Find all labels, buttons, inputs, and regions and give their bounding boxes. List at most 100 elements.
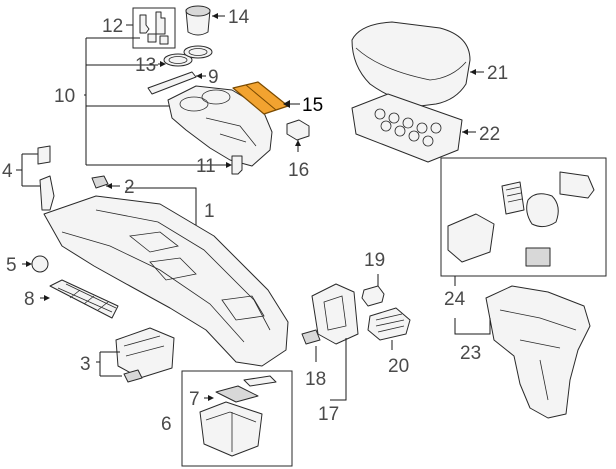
part-24-sleeve-lines [505,186,523,203]
part-21-edge [355,47,467,81]
part-4-clip-a [37,145,51,165]
callout-21: 21 [487,63,508,84]
callout-14: 14 [228,7,250,28]
part-16-clip [286,119,310,141]
arrow-2 [106,183,112,189]
part-17-opening [323,295,347,331]
arrow-5 [26,261,32,267]
arrow-8 [44,295,50,301]
part-24-pad [525,247,551,267]
callout-19: 19 [364,250,385,271]
part-10-bezel [167,85,273,167]
callout-4: 4 [2,161,13,182]
part-2-clip [91,175,109,189]
part-11-clip [231,155,243,175]
part-24-sleeve [501,181,525,215]
part-3-group [96,327,175,383]
part-10-cup-b [201,89,231,105]
part-1-well-b [149,257,197,281]
callout-24: 24 [444,289,466,310]
callout-labels: 12 14 13 9 10 15 11 16 21 22 4 2 1 5 19 … [2,7,508,435]
part-3-tab [123,369,143,383]
leader-10 [84,37,220,166]
arrow-14 [212,13,218,19]
part-12-clip-d [159,35,169,45]
callout-16: 16 [288,160,309,181]
part-10-detail [205,117,257,147]
callout-5: 5 [6,255,17,276]
part-12-frame [132,7,176,49]
part-3-detail [123,335,165,357]
armrest-group [351,21,484,163]
leader-23 [454,318,491,335]
callout-9: 9 [208,67,219,88]
part-1-inner-b [61,231,245,343]
leader-4 [16,153,40,187]
part-24-frame [440,157,607,277]
part-6-group [181,370,293,467]
part-24-cap-a [559,171,595,199]
callout-13: 13 [135,55,156,76]
callout-2: 2 [124,177,135,198]
center-parts-group [301,274,411,401]
part-8-mesh [57,283,117,313]
arrow-21 [470,69,476,75]
callout-3: 3 [80,354,91,375]
part-12-clip-a [139,14,150,34]
part-12-clip-b [155,11,166,35]
part-14-rim [185,5,211,17]
part-23-group [454,285,591,419]
callout-11: 11 [196,156,216,177]
part-24-ring [526,193,559,228]
callout-23: 23 [460,343,481,364]
part-12-clip-c [147,33,157,43]
left-parts-group [16,145,197,319]
callout-20: 20 [388,356,409,377]
part-1-well-a [129,231,179,253]
part-13-ring-a [163,53,193,67]
part-1-well-c [221,295,265,321]
part-1-console [43,195,289,367]
part-6-bin [199,401,263,457]
part-7-strip [243,375,277,387]
part-6-bin-inner [205,411,257,452]
part-8-grille [49,279,119,319]
arrow-22 [462,129,468,135]
callout-6: 6 [161,414,172,435]
callout-17: 17 [318,404,339,425]
part-23-bracket [485,285,591,419]
part-4-clip-b [39,175,55,211]
callout-8: 8 [24,289,35,310]
part-6-frame [181,370,293,467]
part-1-inner-a [95,209,271,331]
part-15-group [232,81,310,152]
part-20-vent [367,307,411,341]
part-21-armrest [351,21,471,107]
callout-18: 18 [305,369,326,390]
part-22-cells [374,108,442,147]
callout-22: 22 [479,124,500,145]
arrow-11 [226,162,232,168]
leader-3 [96,351,122,377]
part-13-ring-b-inner [188,48,208,56]
part-9-strip [147,71,197,95]
part-24-block [447,213,495,263]
part-20-slats [375,313,405,333]
part-7-mat [215,385,259,403]
part-3-box [115,327,175,379]
arrow-16 [295,140,301,146]
part-13-ring-a-inner [168,56,188,64]
leader-17 [330,338,347,401]
arrow-7 [208,395,214,401]
part-10-cup-a [179,96,209,112]
part-17-bezel [311,283,359,345]
arrow-13 [160,61,166,67]
callout-10: 10 [54,86,75,107]
callout-1: 1 [204,201,215,222]
part-18-clip [301,329,321,345]
callout-12: 12 [102,16,123,37]
callout-15: 15 [302,95,323,116]
part-19-clip [361,285,385,307]
part-24-group [440,157,607,286]
